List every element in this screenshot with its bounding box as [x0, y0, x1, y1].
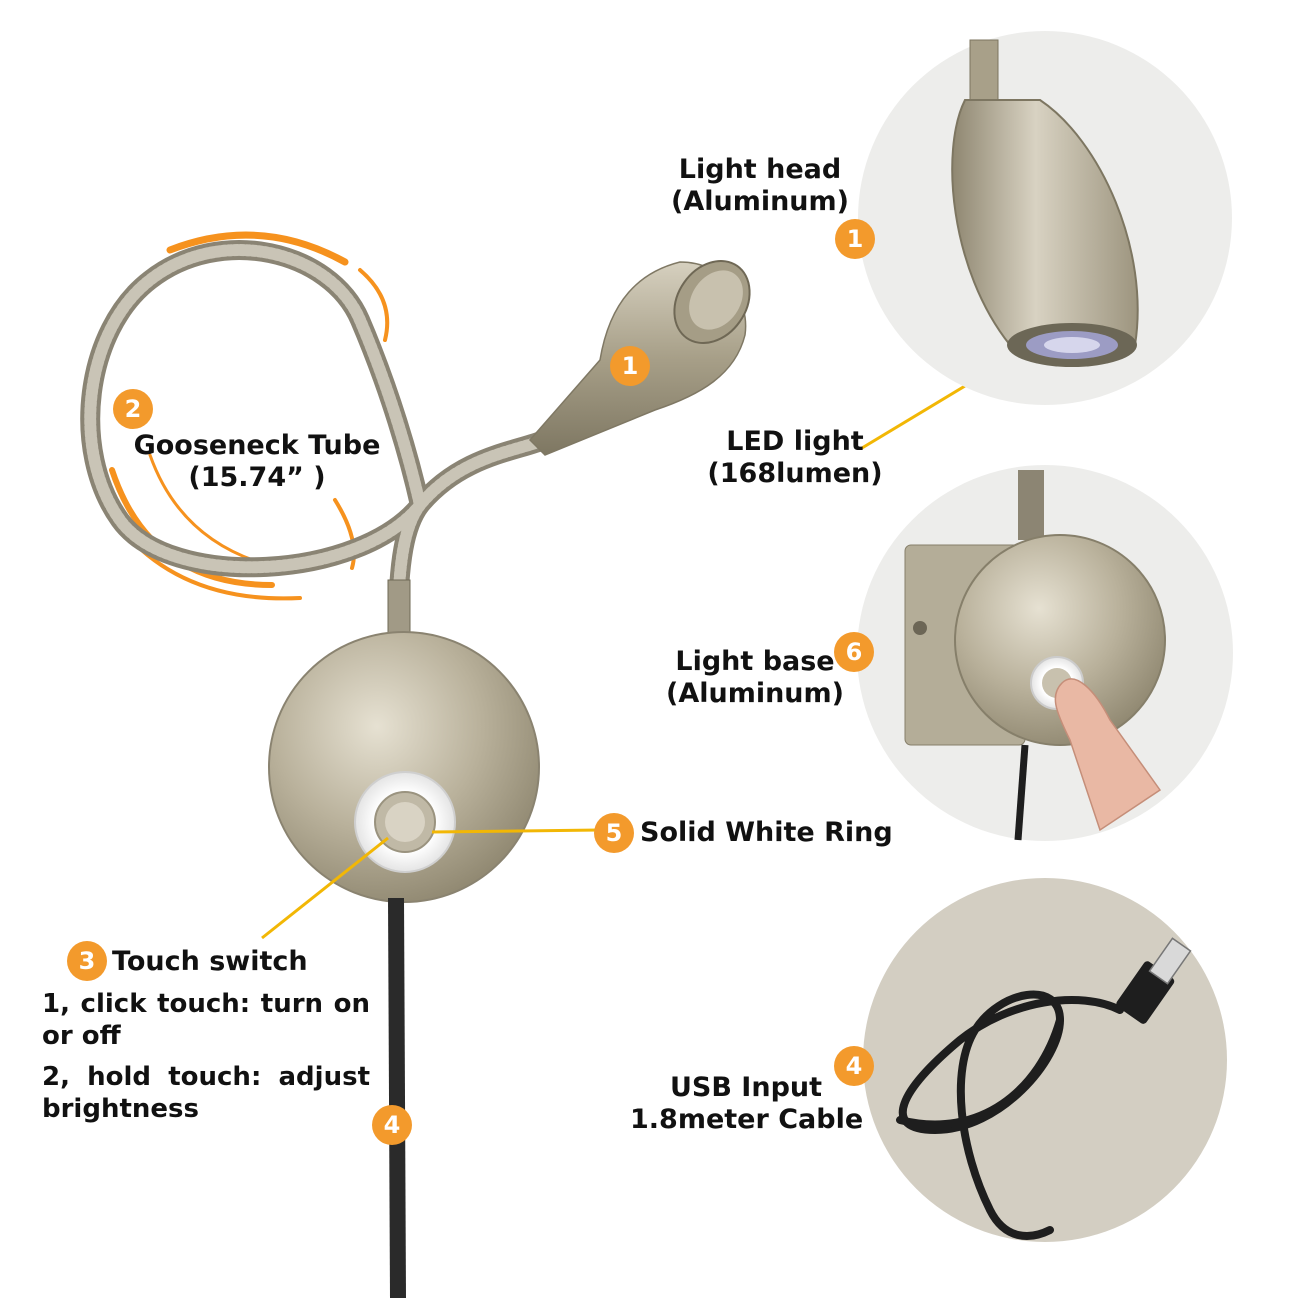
light-head-label: Light head (Aluminum)	[665, 154, 855, 218]
touch-switch-title: Touch switch	[112, 946, 308, 977]
badge-light-base: 6	[834, 632, 874, 672]
closeup-usb-cable	[863, 878, 1227, 1242]
badge-gooseneck: 2	[113, 389, 153, 429]
light-head-title: Light head	[678, 154, 842, 185]
badge-light-head-main: 1	[610, 346, 650, 386]
light-head-material: (Aluminum)	[670, 186, 850, 217]
closeup-light-base	[857, 465, 1233, 841]
badge-usb: 4	[834, 1046, 874, 1086]
closeup-light-head	[858, 31, 1232, 405]
light-base-material: (Aluminum)	[665, 678, 845, 709]
gooseneck-length: (15.74” )	[188, 462, 326, 493]
led-light-label: LED light (168lumen)	[700, 426, 890, 490]
lamp-head	[528, 260, 751, 456]
badge-usb-main: 4	[372, 1105, 412, 1145]
usb-input-title: USB Input	[669, 1072, 823, 1103]
lamp-base-plate	[268, 631, 540, 903]
touch-switch-click-desc: 1, click touch: turn on or off	[42, 989, 370, 1051]
gooseneck-title: Gooseneck Tube	[133, 430, 381, 461]
led-light-lumen: (168lumen)	[707, 458, 883, 489]
badge-light-head: 1	[835, 219, 875, 259]
usb-cable-length: 1.8meter Cable	[630, 1104, 864, 1135]
touch-switch-hold-desc: 2, hold touch: adjust brightness	[42, 1062, 370, 1124]
gooseneck-tube	[80, 240, 570, 640]
solid-ring-label: Solid White Ring	[640, 817, 893, 848]
lamp-cable	[388, 897, 406, 1298]
light-base-title: Light base	[675, 646, 835, 677]
lamp-stem	[387, 579, 411, 636]
led-light-title: LED light	[726, 426, 864, 457]
usb-input-label: USB Input 1.8meter Cable	[630, 1072, 864, 1136]
light-base-label: Light base (Aluminum)	[660, 646, 850, 710]
gooseneck-label: Gooseneck Tube (15.74” )	[128, 430, 386, 494]
badge-solid-ring: 5	[594, 813, 634, 853]
badge-touch-switch: 3	[67, 941, 107, 981]
